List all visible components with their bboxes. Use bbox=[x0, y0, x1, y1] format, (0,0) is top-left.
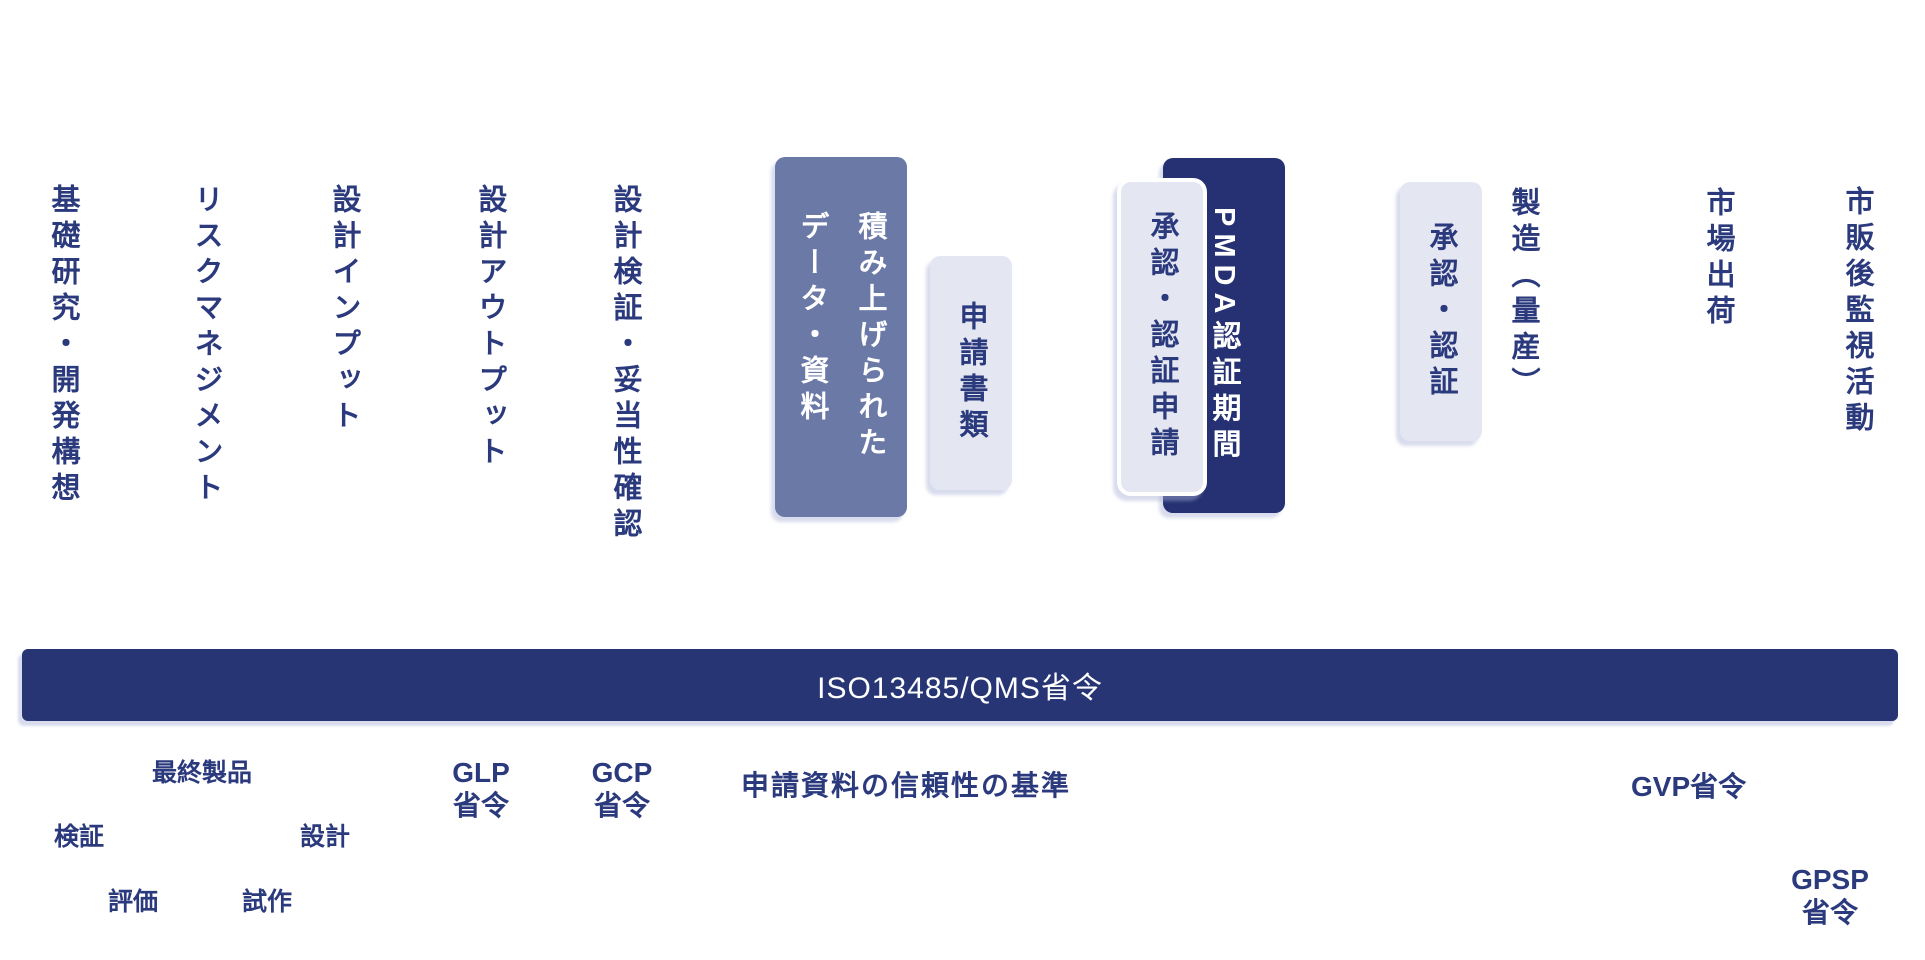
stage-box-accumulated-data-label: 積み上げられた データ・資料 bbox=[796, 211, 886, 463]
stage-design-input: 設計インプット bbox=[328, 184, 360, 436]
label-gcp-ordinance: GCP 省令 bbox=[591, 757, 653, 822]
stage-box-application-documents: 申請書類 bbox=[930, 256, 1012, 490]
stage-box-pmda-review-period-label: PMDA認証期間 bbox=[1208, 206, 1240, 465]
label-evaluation: 評価 bbox=[108, 888, 159, 916]
label-glp-ordinance: GLP 省令 bbox=[452, 757, 510, 822]
stage-box-application-documents-label: 申請書類 bbox=[955, 301, 987, 445]
label-prototype: 試作 bbox=[242, 888, 293, 916]
stage-risk-management: リスクマネジメント bbox=[190, 184, 222, 508]
stage-market-shipment: 市場出荷 bbox=[1702, 187, 1734, 331]
label-application-data-reliability-standard: 申請資料の信頼性の基準 bbox=[741, 770, 1072, 801]
stage-design-verification: 設計検証・妥当性確認 bbox=[609, 184, 641, 544]
label-verification: 検証 bbox=[54, 823, 105, 851]
stage-post-market-surveillance: 市販後監視活動 bbox=[1841, 186, 1873, 438]
stage-box-accumulated-data: 積み上げられた データ・資料 bbox=[775, 157, 907, 517]
qms-bar: ISO13485/QMS省令 bbox=[22, 649, 1898, 721]
stage-box-approval-certification-application-label: 承認・認証申請 bbox=[1146, 211, 1178, 463]
stage-box-approval-certification-application: 承認・認証申請 bbox=[1117, 178, 1207, 496]
label-gpsp-ordinance: GPSP 省令 bbox=[1791, 864, 1869, 929]
stage-manufacturing: 製造（量産） bbox=[1507, 187, 1539, 403]
stage-design-output: 設計アウトプット bbox=[474, 184, 506, 472]
label-design: 設計 bbox=[300, 823, 351, 851]
label-final-product: 最終製品 bbox=[152, 759, 253, 787]
stage-box-approval-certification-label: 承認・認証 bbox=[1425, 221, 1457, 402]
stage-box-approval-certification: 承認・認証 bbox=[1400, 182, 1482, 441]
label-gvp-ordinance: GVP省令 bbox=[1631, 771, 1747, 802]
qms-bar-label: ISO13485/QMS省令 bbox=[817, 672, 1103, 705]
stage-basic-research: 基礎研究・開発構想 bbox=[47, 184, 79, 508]
